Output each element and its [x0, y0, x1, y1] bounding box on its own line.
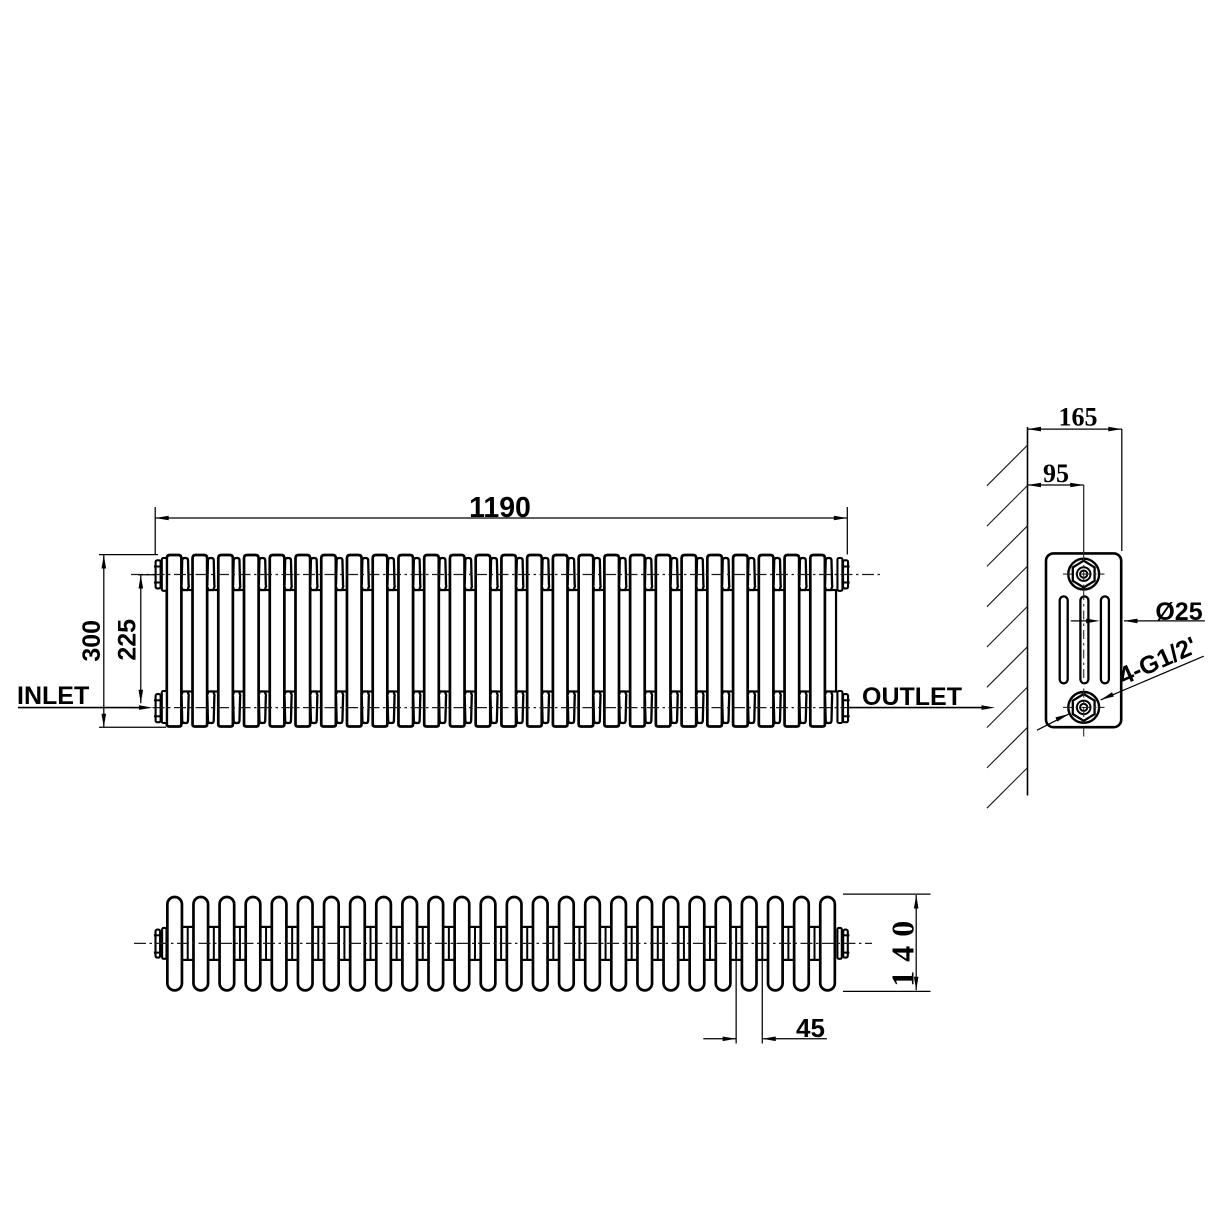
svg-text:140: 140	[885, 912, 921, 987]
svg-text:225: 225	[114, 619, 142, 661]
svg-text:165: 165	[1059, 403, 1098, 432]
svg-text:INLET: INLET	[17, 682, 89, 710]
svg-text:45: 45	[796, 1013, 825, 1043]
svg-text:Ø25: Ø25	[1155, 598, 1202, 626]
svg-text:1190: 1190	[469, 492, 531, 524]
svg-text:300: 300	[78, 620, 106, 662]
svg-text:95: 95	[1043, 459, 1069, 488]
svg-text:OUTLET: OUTLET	[862, 683, 962, 711]
